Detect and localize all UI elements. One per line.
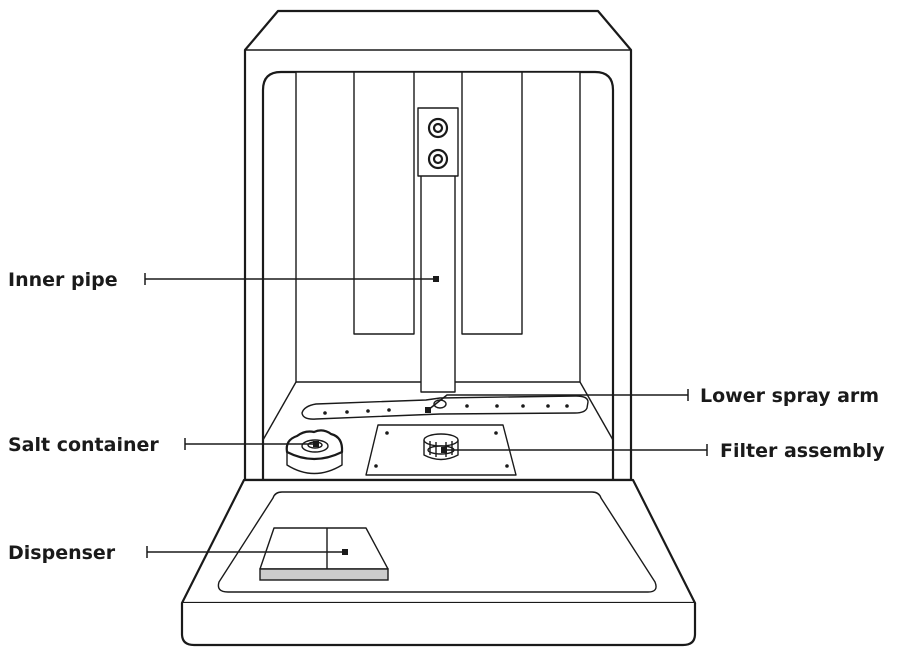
salt-container bbox=[285, 429, 344, 475]
label-lower-spray-arm: Lower spray arm bbox=[700, 385, 879, 407]
marker-inner-pipe bbox=[433, 276, 439, 282]
marker-filter-assembly bbox=[441, 447, 447, 453]
callout-dispenser: Dispenser bbox=[8, 542, 348, 564]
callout-lower-spray-arm: Lower spray arm bbox=[425, 385, 879, 413]
label-dispenser: Dispenser bbox=[8, 542, 116, 564]
marker-dispenser bbox=[342, 549, 348, 555]
callout-salt-container: Salt container bbox=[8, 434, 319, 456]
marker-lower-spray-arm bbox=[425, 407, 431, 413]
callout-filter-assembly: Filter assembly bbox=[441, 440, 885, 462]
dishwasher-door bbox=[180, 478, 697, 647]
dishwasher-cabinet bbox=[243, 9, 633, 482]
dispenser bbox=[259, 527, 389, 581]
inner-pipe bbox=[417, 107, 459, 393]
label-filter-assembly: Filter assembly bbox=[720, 440, 885, 462]
leader-lower-spray-arm bbox=[427, 394, 688, 411]
label-inner-pipe: Inner pipe bbox=[8, 269, 118, 291]
label-salt-container: Salt container bbox=[8, 434, 159, 456]
lower-spray-arm bbox=[301, 395, 589, 420]
callout-inner-pipe: Inner pipe bbox=[8, 269, 439, 291]
marker-salt-container bbox=[313, 441, 319, 447]
